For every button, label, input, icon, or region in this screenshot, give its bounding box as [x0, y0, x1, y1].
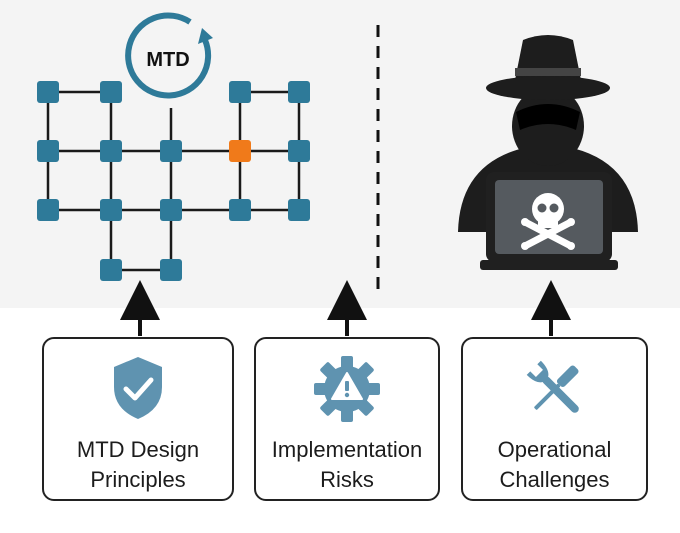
mtd-rotation-badge: MTD — [125, 12, 213, 99]
refresh-arrow-head — [198, 28, 213, 44]
network-node — [160, 259, 182, 281]
refresh-arrow-icon — [125, 12, 212, 99]
mtd-badge-label: MTD — [146, 49, 189, 71]
network-node — [37, 140, 59, 162]
network-node — [288, 199, 310, 221]
network-node-highlighted — [229, 140, 251, 162]
card-label-line1: Implementation — [271, 437, 423, 462]
card-label: Implementation Risks — [256, 435, 438, 495]
network-node — [288, 81, 310, 103]
network-node — [100, 199, 122, 221]
network-graph — [37, 81, 310, 281]
hacker-icon — [458, 35, 638, 270]
card-implementation-risks: Implementation Risks — [254, 337, 440, 501]
wrench-screwdriver-icon — [526, 360, 579, 413]
network-node — [100, 259, 122, 281]
laptop-base — [480, 260, 618, 270]
network-node — [100, 81, 122, 103]
network-node — [100, 140, 122, 162]
shield-check-icon — [114, 357, 162, 419]
network-node — [37, 199, 59, 221]
hat-band — [515, 68, 581, 76]
card-operational-challenges: Operational Challenges — [461, 337, 648, 501]
card-label-line2: Challenges — [499, 467, 610, 492]
hat-brim — [486, 76, 610, 100]
card-label-line1: MTD Design — [76, 437, 200, 462]
network-node — [229, 199, 251, 221]
network-node — [160, 140, 182, 162]
hacker-head — [512, 86, 584, 166]
network-node — [288, 140, 310, 162]
skull-crossbones-icon — [521, 193, 575, 250]
gear-warning-icon — [314, 356, 380, 422]
network-node — [229, 81, 251, 103]
sunglasses — [516, 104, 580, 130]
card-label-line2: Risks — [320, 467, 374, 492]
card-design-principles: MTD Design Principles — [42, 337, 234, 501]
card-label-line1: Operational — [497, 437, 612, 462]
network-nodes — [37, 81, 310, 281]
card-label: Operational Challenges — [463, 435, 646, 495]
card-label-line2: Principles — [90, 467, 186, 492]
network-node — [160, 199, 182, 221]
card-label: MTD Design Principles — [44, 435, 232, 495]
network-node — [37, 81, 59, 103]
